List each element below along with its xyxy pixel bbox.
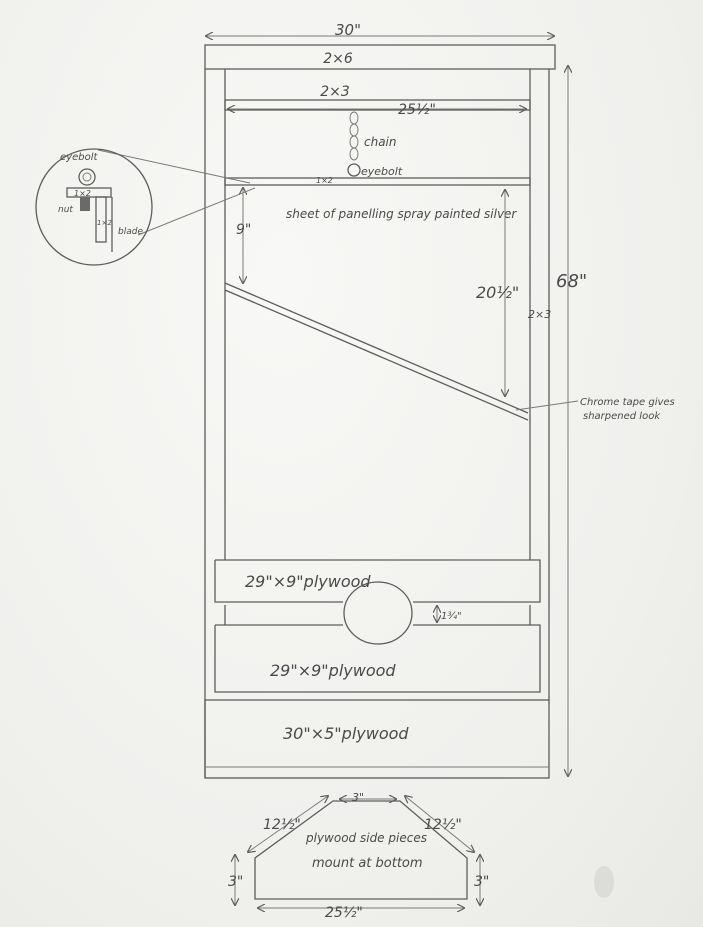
chrome-leader [515,400,579,411]
detail-eyebolt-label: eyebolt [60,152,98,163]
stock-top [214,559,541,603]
drop-20-label: 20½" [476,283,519,302]
detail-board-label: 1×2 [74,189,91,198]
side-note-2: mount at bottom [312,856,423,871]
eyebolt-label: eyebolt [361,165,403,178]
chain-link [349,111,359,125]
side-left-slope-label: 12½" [263,817,301,833]
detail-circle [35,148,153,266]
base [204,699,550,779]
top-board-label: 2×6 [323,51,353,67]
detail-eyebolt [78,168,96,186]
chain-label: chain [364,135,397,149]
stock-top-label: 29"×9"plywood [245,572,371,591]
side-top-label: 3" [352,791,364,804]
blade-edge-inner [224,289,529,421]
chain-link [349,123,359,137]
chain-link [349,147,359,161]
detail-nut-label: nut [58,205,73,215]
side-left-slope-dimension [248,796,328,852]
eyebolt-ring [347,163,361,177]
detail-leader [137,187,256,236]
side-piece [254,800,468,900]
detail-small-label: 1×2 [97,219,112,227]
guide-label: 1×2 [316,176,333,185]
detail-leader [97,149,251,184]
chrome-note-1: Chrome tape gives [580,397,675,408]
detail-eyebolt-inner [82,172,92,182]
drop-9-label: 9" [236,222,251,238]
blade-edge [224,282,529,414]
side-right-slope-dimension [405,796,474,852]
stock-bottom-label: 29"×9"plywood [270,661,396,680]
base-label: 30"×5"plywood [283,724,409,743]
height-label: 68" [556,271,587,292]
blade-top-1x2 [224,177,531,186]
detail-blade-label: blade [118,227,143,237]
side-left-height-label: 3" [228,874,243,890]
crossbar-label: 2×3 [320,84,350,100]
stock-gap-label: 1¾" [441,611,462,622]
top-board [204,44,556,70]
detail-small-board [95,196,107,243]
chain-link [349,135,359,149]
panel-note: sheet of panelling spray painted silver [286,207,517,221]
inner-width-label: 25½" [398,102,436,118]
stock-bottom [214,624,541,693]
side-note-1: plywood side pieces [305,831,427,845]
smudge [594,866,614,898]
detail-nut [80,197,90,211]
side-bottom-label: 25½" [325,905,363,921]
chrome-note-2: sharpened look [583,411,661,422]
side-right-height-label: 3" [474,874,489,890]
top-width-label: 30" [335,21,361,39]
neck-hole [343,581,413,645]
side-right-slope-label: 12½" [424,817,462,833]
chain [347,111,361,177]
post-label: 2×3 [528,308,551,321]
